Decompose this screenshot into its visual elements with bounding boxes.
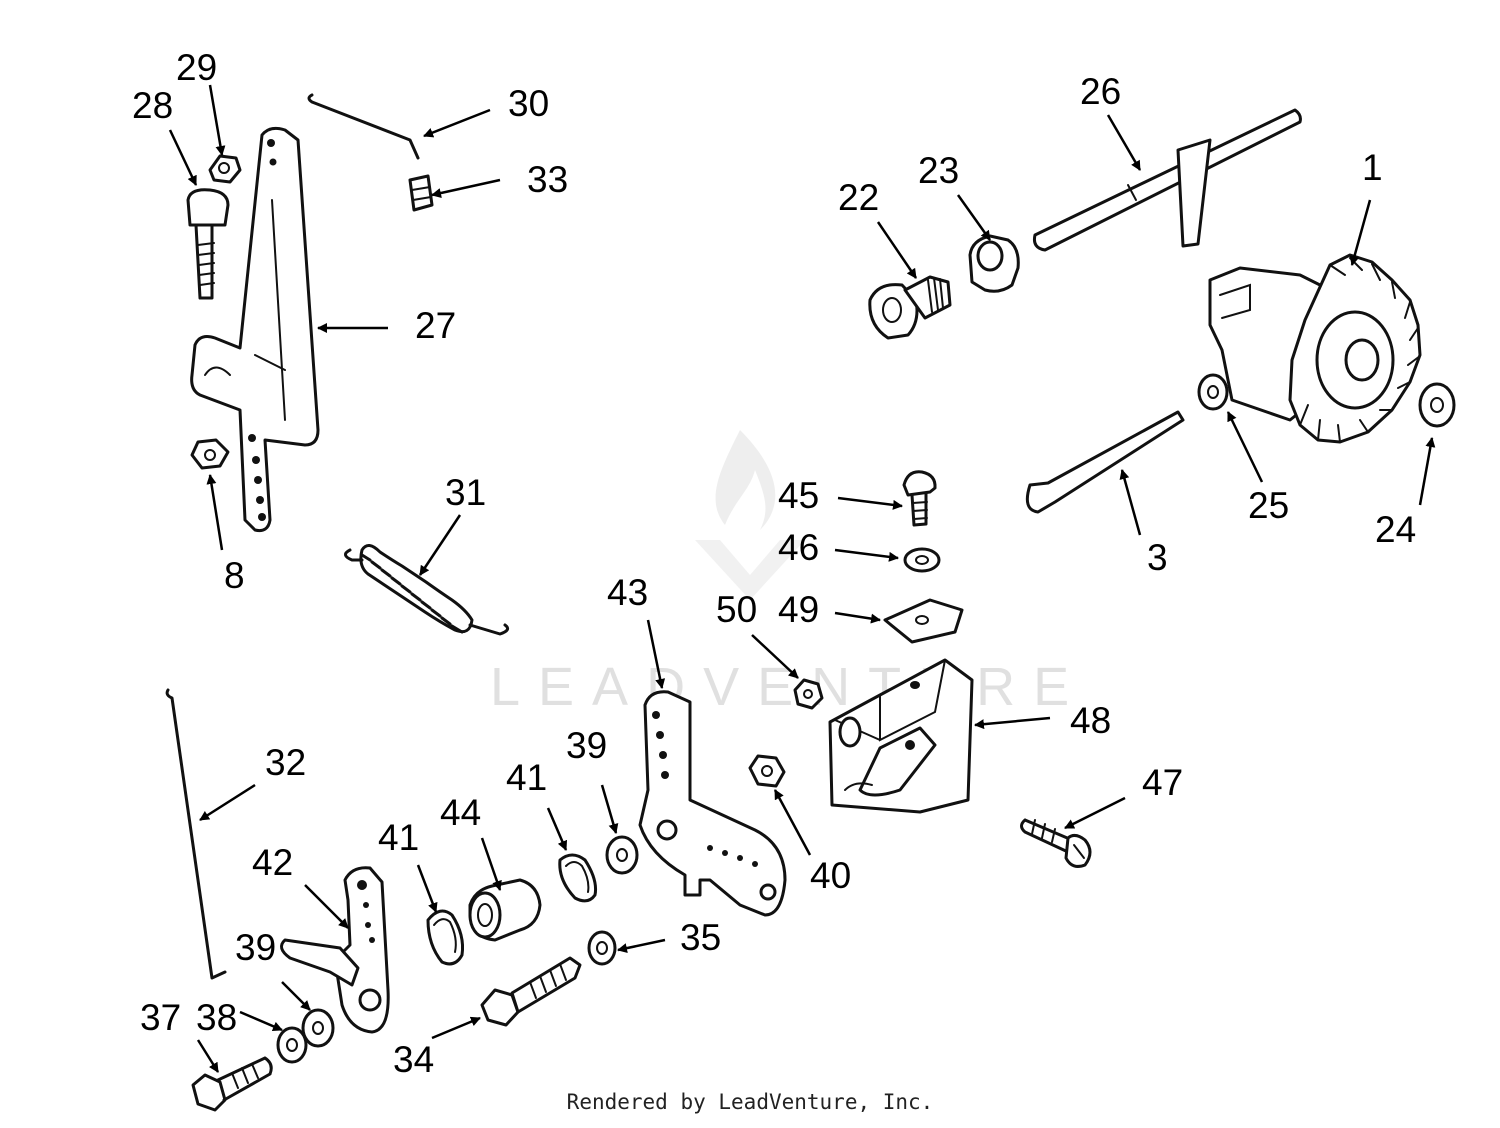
callout-29: 29	[176, 47, 217, 88]
callout-39-upper: 39	[566, 725, 607, 766]
part-23-spacer	[968, 234, 1020, 293]
callout-33: 33	[527, 159, 568, 200]
callout-38: 38	[196, 997, 237, 1038]
callout-47: 47	[1142, 762, 1183, 803]
callout-35: 35	[680, 917, 721, 958]
part-37-cap-screw	[191, 1056, 273, 1112]
callout-45: 45	[778, 475, 819, 516]
part-31-governor-spring	[344, 544, 510, 636]
callout-27: 27	[415, 305, 456, 346]
part-24-washer	[1418, 382, 1456, 428]
callout-44: 44	[440, 792, 481, 833]
callout-50: 50	[716, 589, 757, 630]
part-41-spring-clip-left	[426, 909, 464, 966]
part-8-nut	[190, 438, 230, 470]
callout-46: 46	[778, 527, 819, 568]
callout-30: 30	[508, 83, 549, 124]
callout-32: 32	[265, 742, 306, 783]
part-46-lock-washer	[903, 547, 941, 573]
part-49-clip	[883, 598, 964, 644]
callout-42: 42	[252, 842, 293, 883]
leader-lines	[168, 84, 1436, 1073]
callout-39-lower: 39	[235, 927, 276, 968]
part-39-washer-upper	[605, 835, 639, 875]
part-32-governor-rod	[165, 688, 227, 980]
callout-34: 34	[393, 1039, 434, 1080]
callout-40: 40	[810, 855, 851, 896]
callout-25: 25	[1248, 485, 1289, 526]
callout-37: 37	[140, 997, 181, 1038]
watermark-text: LEADVENTURE	[490, 657, 1087, 717]
callout-8: 8	[224, 555, 245, 596]
part-3-shaft-pin	[1025, 410, 1185, 514]
callout-26: 26	[1080, 71, 1121, 112]
part-27-governor-lever	[190, 126, 320, 532]
part-41-spring-clip-right	[558, 853, 597, 903]
callout-3: 3	[1147, 537, 1168, 578]
callout-23: 23	[918, 150, 959, 191]
part-40-nut	[748, 754, 786, 788]
part-28-cap-screw	[186, 188, 230, 300]
callout-24: 24	[1375, 509, 1416, 550]
callout-43: 43	[607, 572, 648, 613]
part-44-bushing	[468, 878, 542, 942]
part-45-screw	[902, 470, 937, 527]
part-50-nut	[793, 678, 824, 710]
part-42-lever	[279, 866, 390, 1034]
callout-28: 28	[132, 85, 173, 126]
part-25-washer	[1197, 373, 1229, 411]
part-33-ferrule	[408, 174, 434, 212]
part-29-nut	[208, 154, 242, 184]
part-30-governor-link	[307, 93, 420, 160]
watermark-logo-icon	[695, 430, 805, 600]
callout-22: 22	[838, 177, 879, 218]
part-34-shoulder-bolt	[480, 956, 582, 1027]
part-38-lock-washer	[276, 1026, 308, 1064]
part-35-washer	[587, 930, 617, 966]
part-47-screw	[1020, 818, 1092, 868]
part-1-governor-gear-assembly	[1208, 253, 1422, 444]
callout-48: 48	[1070, 700, 1111, 741]
part-48-bracket	[828, 658, 974, 814]
part-22-bushing	[868, 275, 952, 340]
footer-credit: Rendered by LeadVenture, Inc.	[566, 1090, 934, 1114]
callout-31: 31	[445, 472, 486, 513]
callout-41-right: 41	[506, 757, 547, 798]
callout-49: 49	[778, 589, 819, 630]
part-39-washer-lower	[301, 1008, 335, 1048]
part-43-lever	[638, 690, 787, 917]
part-26-governor-shaft	[1033, 108, 1302, 252]
callout-1: 1	[1362, 147, 1383, 188]
callout-41-left: 41	[378, 817, 419, 858]
